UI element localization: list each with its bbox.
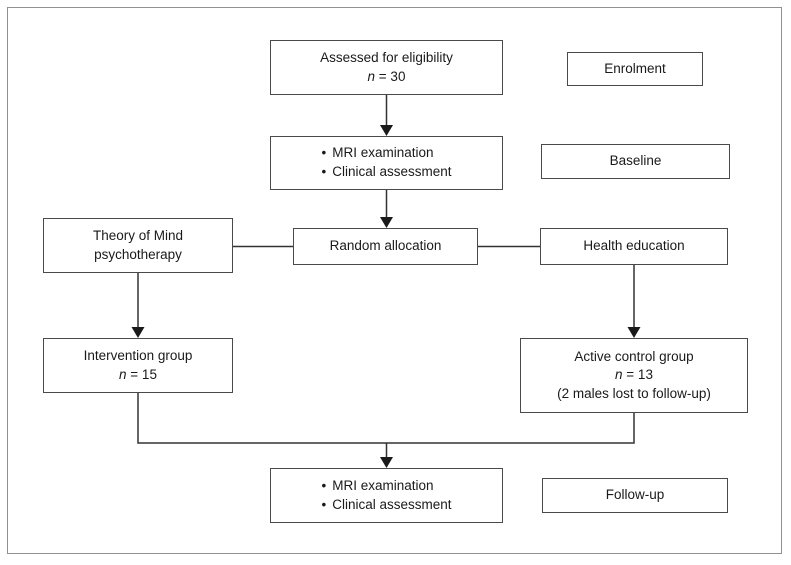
arrowhead-active-control-group <box>627 327 641 338</box>
box-theory-of-mind: Theory of Mind psychotherapy <box>43 218 233 273</box>
n-value: = 15 <box>126 366 157 382</box>
n-symbol: n <box>119 366 127 382</box>
active-control-title: Active control group <box>574 348 694 364</box>
assessed-title: Assessed for eligibility <box>320 49 453 65</box>
n-value: = 30 <box>375 68 406 84</box>
box-active-control-group: Active control group n = 13 (2 males los… <box>520 338 748 413</box>
stage-label-baseline: Baseline <box>541 144 730 179</box>
bullet-icon: • <box>321 477 327 493</box>
bullet-item-label: MRI examination <box>332 145 434 161</box>
bullet-icon: • <box>321 145 327 161</box>
arrowhead-followup-assessment <box>380 457 393 468</box>
enrolment-label: Enrolment <box>604 60 666 76</box>
bullet-item-clinical: • Clinical assessment <box>321 163 451 182</box>
n-symbol: n <box>615 367 623 383</box>
bullet-icon: • <box>321 496 327 512</box>
box-followup-assessment: • MRI examination • Clinical assessment <box>270 468 503 523</box>
random-allocation-label: Random allocation <box>329 238 442 254</box>
assessed-n-count: n = 30 <box>271 68 502 87</box>
box-random-allocation: Random allocation <box>293 228 478 265</box>
arrowhead-random-allocation <box>380 217 393 228</box>
theory-line1: Theory of Mind <box>92 227 184 243</box>
intervention-n-count: n = 15 <box>44 366 232 385</box>
bullet-item-label: MRI examination <box>332 477 434 493</box>
arrowhead-baseline-assessment <box>380 125 393 136</box>
bullet-item-clinical: • Clinical assessment <box>321 496 451 515</box>
bullet-item-mri: • MRI examination <box>321 477 451 496</box>
intervention-title: Intervention group <box>83 347 193 363</box>
bullet-item-label: Clinical assessment <box>332 164 452 179</box>
box-baseline-assessment: • MRI examination • Clinical assessment <box>270 136 503 190</box>
stage-label-followup: Follow-up <box>542 478 728 513</box>
n-value: = 13 <box>622 367 653 383</box>
active-control-n-count: n = 13 <box>521 366 747 385</box>
followup-label: Follow-up <box>605 487 665 503</box>
baseline-label: Baseline <box>609 153 662 169</box>
active-control-lost-note: (2 males lost to follow-up) <box>557 385 711 401</box>
bullet-icon: • <box>321 164 327 179</box>
bullet-item-mri: • MRI examination <box>321 144 451 163</box>
stage-label-enrolment: Enrolment <box>567 52 703 86</box>
box-intervention-group: Intervention group n = 15 <box>43 338 233 393</box>
figure-border <box>7 7 782 554</box>
box-health-education: Health education <box>540 228 728 265</box>
theory-line2: psychotherapy <box>94 246 182 262</box>
n-symbol: n <box>367 68 376 84</box>
box-assessed-for-eligibility: Assessed for eligibility n = 30 <box>270 40 503 95</box>
arrowhead-intervention-group <box>131 327 145 338</box>
bullet-item-label: Clinical assessment <box>332 496 452 512</box>
health-education-label: Health education <box>583 238 685 254</box>
